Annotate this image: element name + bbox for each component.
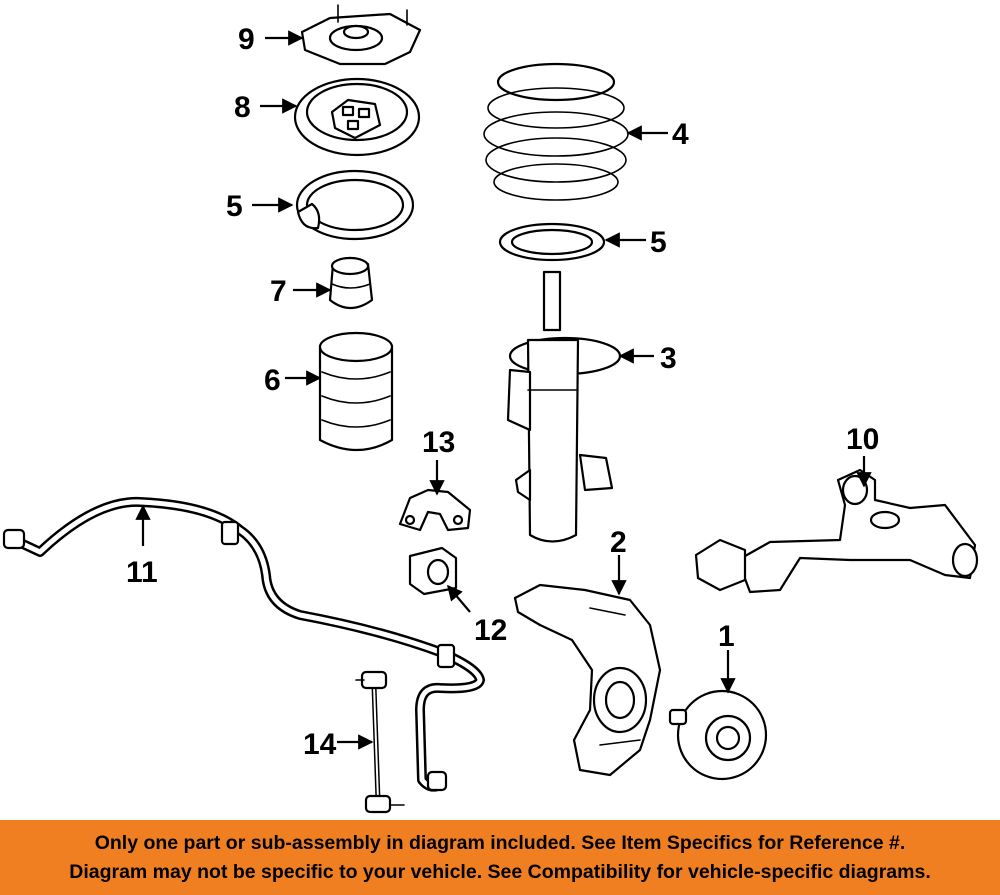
callout-7: 7 [270, 275, 287, 308]
callout-8: 8 [234, 91, 251, 124]
part-stabilizer-bracket [398, 488, 472, 532]
callout-1: 1 [718, 620, 735, 653]
callout-11: 11 [126, 556, 158, 589]
part-spring-insulator-upper [295, 169, 415, 241]
callout-14: 14 [303, 728, 337, 761]
callout-2: 2 [610, 526, 627, 559]
part-steering-knuckle [513, 583, 662, 777]
part-dust-boot [318, 331, 394, 451]
disclaimer-line-2: Diagram may not be specific to your vehi… [69, 861, 931, 883]
callout-4: 4 [672, 118, 689, 151]
leader-12 [447, 584, 471, 613]
part-stabilizer-link [355, 670, 405, 814]
callout-13: 13 [422, 426, 455, 459]
callout-12-text: 12 [474, 614, 507, 647]
part-spring-upper-seat [293, 77, 421, 157]
disclaimer-banner: Only one part or sub-assembly in diagram… [0, 820, 1000, 895]
part-stabilizer-bar [2, 496, 485, 792]
part-strut [506, 270, 622, 543]
callout-6: 6 [264, 364, 281, 397]
disclaimer-line-1: Only one part or sub-assembly in diagram… [94, 832, 906, 854]
part-lower-control-arm [694, 468, 979, 594]
callout-5-lower: 5 [650, 226, 667, 259]
callout-3: 3 [660, 342, 677, 375]
suspension-diagram: 9 8 5 7 6 4 5 3 10 13 11 12 2 1 14 [2, 4, 979, 814]
part-bump-stop [328, 256, 374, 310]
callout-10: 10 [846, 423, 879, 456]
part-coil-spring [483, 62, 629, 201]
part-strut-mount [300, 4, 422, 66]
callout-9-text: 9 [238, 23, 255, 56]
part-hub-bearing [668, 689, 768, 781]
part-spring-insulator-lower [498, 222, 606, 262]
callout-5-upper: 5 [226, 190, 243, 223]
